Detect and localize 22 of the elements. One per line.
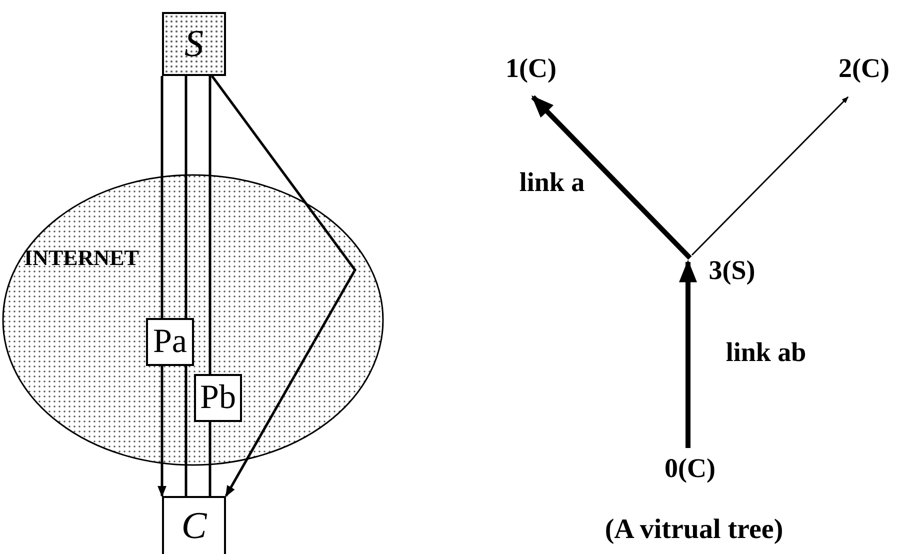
path-box [146, 318, 194, 366]
arrow [691, 96, 849, 256]
node-label: 2(C) [838, 54, 890, 82]
cloud-ellipse [2, 174, 384, 466]
node-label: Pa [153, 325, 187, 359]
node-label: 3(S) [708, 256, 756, 284]
edge-label: link ab [724, 336, 808, 368]
arrow [679, 260, 697, 448]
caption: (A vitrual tree) [604, 516, 784, 544]
node-label: C [181, 507, 207, 545]
client-box [162, 496, 226, 554]
arrow [531, 95, 692, 260]
cloud-label: INTERNET [24, 247, 140, 269]
arrow [158, 366, 166, 498]
node-label: S [184, 25, 204, 63]
node-label: 1(C) [506, 54, 556, 82]
path-box [194, 374, 242, 422]
node-label: 0(C) [664, 454, 716, 482]
edge-label: link a [518, 166, 586, 198]
node-label: Pb [200, 381, 236, 415]
arrow [211, 75, 356, 497]
server-box [162, 12, 226, 76]
